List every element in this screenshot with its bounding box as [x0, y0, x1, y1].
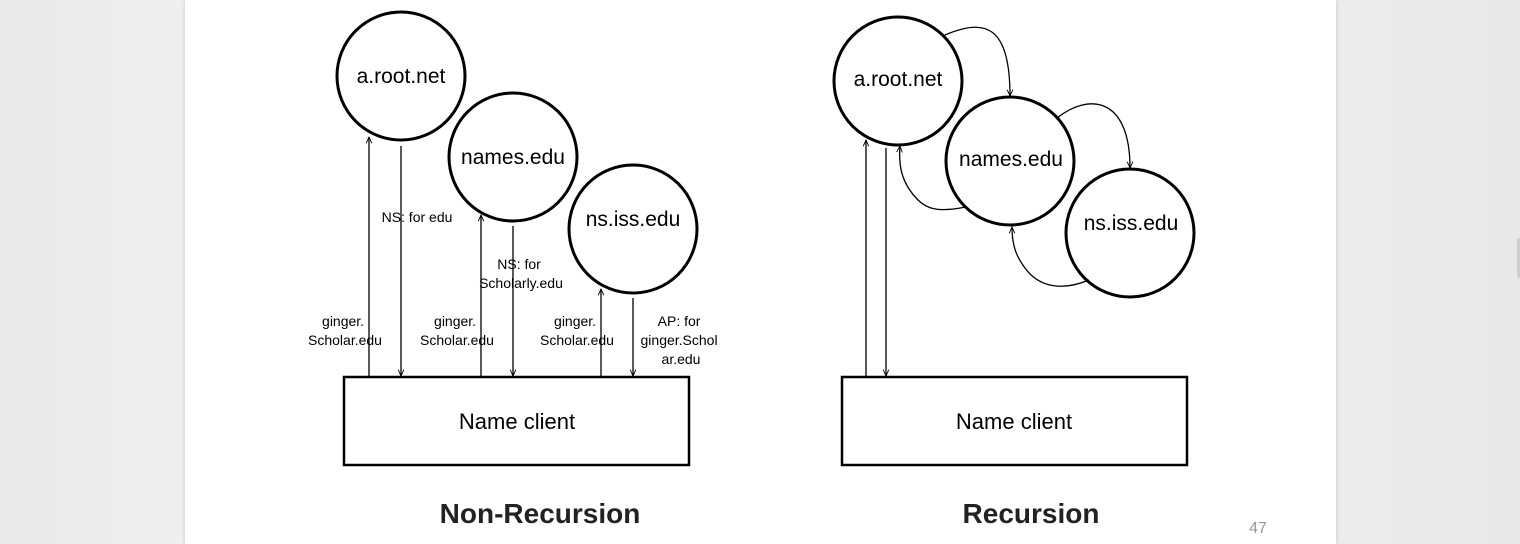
r-node-ns-iss-edu: ns.iss.edu — [1064, 167, 1196, 299]
server-label: a.root.net — [854, 68, 943, 91]
server-label: names.edu — [461, 146, 565, 169]
nr-node-ns-iss-edu: ns.iss.edu — [567, 163, 699, 295]
server-label: ns.iss.edu — [586, 208, 681, 231]
server-circle — [1064, 167, 1196, 299]
r-arrow-names-to-root — [900, 146, 967, 211]
r-node-root: a.root.net — [832, 15, 964, 147]
non-recursion-diagram: a.root.net names.edu ns.iss.edu ginger. … — [308, 10, 722, 529]
client-box — [840, 375, 1189, 467]
recursion-diagram: a.root.net names.edu ns.iss.edu Name cli… — [832, 15, 1196, 529]
nr-node-names-edu: names.edu — [447, 91, 579, 223]
nr-diagram-title: Non-Recursion — [440, 498, 641, 529]
nr-node-root: a.root.net — [335, 10, 467, 142]
nr-name-client: Name client — [342, 375, 691, 467]
nr-label-query2: ginger. Scholar.edu — [420, 313, 494, 348]
server-label: names.edu — [959, 148, 1063, 171]
nr-label-reply1: NS: for edu — [382, 209, 453, 225]
nr-label-reply3: AP: for ginger.Schol ar.edu — [641, 313, 722, 367]
client-label: Name client — [956, 409, 1072, 434]
nr-label-query3: ginger. Scholar.edu — [540, 313, 614, 348]
server-circle — [832, 15, 964, 147]
r-arrow-root-to-names — [944, 26, 1010, 96]
page-number: 47 — [1249, 520, 1267, 537]
viewer-edge-handle[interactable] — [1517, 238, 1520, 278]
r-arrow-names-to-nsiss — [1056, 103, 1130, 168]
r-node-names-edu: names.edu — [944, 95, 1076, 227]
server-circle — [447, 91, 579, 223]
r-name-client: Name client — [840, 375, 1189, 467]
nr-label-reply2: NS: for Scholarly.edu — [479, 256, 563, 291]
server-circle — [335, 10, 467, 142]
client-label: Name client — [459, 409, 575, 434]
server-circle — [944, 95, 1076, 227]
client-box — [342, 375, 691, 467]
server-label: a.root.net — [357, 65, 446, 88]
nr-label-query1: ginger. Scholar.edu — [308, 313, 382, 348]
server-label: ns.iss.edu — [1084, 212, 1179, 235]
r-arrow-nsiss-to-names — [1012, 227, 1090, 287]
r-diagram-title: Recursion — [963, 498, 1100, 529]
server-circle — [567, 163, 699, 295]
